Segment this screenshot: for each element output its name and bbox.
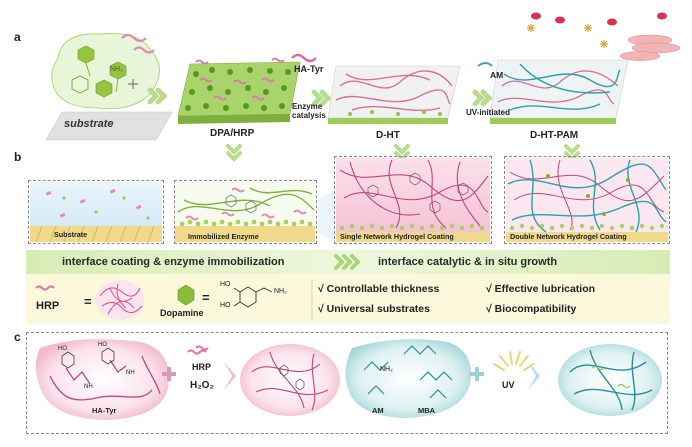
nh-label-2: NH [126, 370, 135, 376]
friction-particles [527, 12, 681, 61]
ha-tyr-label-a: HA-Tyr [294, 64, 324, 74]
feature-controllable-thickness: √ Controllable thickness [318, 283, 440, 295]
box-immobilized-graphic [175, 182, 315, 242]
uv-initiated-label: UV-initiated [466, 108, 511, 117]
box-label-single-network: Single Network Hydrogel Coating [340, 232, 454, 241]
dopamine-structure [233, 286, 273, 308]
dopamine-equals: = [202, 290, 210, 305]
double-network-blob [558, 344, 662, 416]
h2o2-label: H₂O₂ [190, 380, 214, 391]
hrp-legend-icon [35, 285, 55, 291]
dopamine-nh2: NH₂ [274, 288, 287, 295]
ho-label-2: HO [98, 342, 107, 348]
teal-arrow [528, 362, 540, 390]
dpa-hrp-label: DPA/HRP [210, 128, 255, 139]
d-ht-label: D-HT [376, 130, 400, 141]
am-label-c: AM [372, 406, 384, 415]
transition-glow [318, 188, 336, 244]
panel-c-box [26, 332, 668, 434]
nh2-label: NH₂ [110, 66, 123, 73]
feature-universal-substrates: √ Universal substrates [318, 303, 430, 315]
substrate-label: substrate [64, 118, 114, 130]
band-right-text: interface catalytic & in situ growth [378, 256, 558, 268]
d-ht-slab [327, 65, 461, 124]
panel-b-letter: b [14, 150, 22, 164]
panel-a-letter: a [14, 30, 21, 44]
dopamine-ho-bottom: HO [220, 302, 231, 309]
crosslinked-ha-blob [240, 344, 340, 416]
box-double-network-graphic [506, 158, 668, 242]
immobilized-enzyme-box [174, 180, 317, 244]
ha-tyr-label-c: HA-Tyr [92, 406, 117, 415]
substrate-slab [45, 111, 173, 141]
dopamine-ho-top: HO [220, 281, 231, 288]
hrp-label-c: HRP [192, 362, 212, 372]
feature-biocompatibility: √ Biocompatibility [486, 303, 577, 315]
am-label-a: AM [490, 70, 504, 80]
ha-tyr-squiggle [291, 53, 317, 63]
nh-label-1: NH [84, 384, 93, 390]
ha-tyr-blob [35, 339, 169, 420]
hrp-reagent-icon [187, 345, 209, 355]
process-arrows [147, 87, 493, 107]
box-label-immobilized: Immobilized Enzyme [188, 232, 259, 241]
pink-arrow [224, 362, 236, 390]
plus-sign-2 [470, 367, 484, 381]
hrp-legend-label: HRP [36, 300, 60, 312]
d-ht-pam-label: D-HT-PAM [530, 130, 579, 141]
dopamine-legend-label: Dopamine [160, 308, 204, 318]
box-substrate-graphic [30, 182, 162, 243]
dopamine-legend-icon [177, 284, 195, 306]
hrp-protein-structure [96, 280, 144, 320]
dpa-hrp-slab [177, 57, 301, 124]
ho-label-1: HO [58, 346, 67, 352]
mba-label: MBA [418, 406, 436, 415]
substrate-box [28, 180, 164, 244]
uv-label: UV [502, 380, 515, 390]
hrp-equals: = [84, 294, 92, 309]
box-label-substrate: Substrate [54, 230, 88, 239]
box-label-double-network: Double Network Hydrogel Coating [510, 232, 627, 241]
am-arrow [477, 62, 493, 67]
double-network-box [504, 156, 670, 244]
band-arrows [334, 254, 361, 270]
enzyme-catalysis-label: Enzyme catalysis [292, 102, 326, 120]
uv-icon [493, 351, 535, 371]
feature-effective-lubrication: √ Effective lubrication [486, 283, 596, 295]
single-network-box [334, 156, 492, 244]
plus-sign-1 [162, 367, 176, 381]
band-left-text: interface coating & enzyme immobilizatio… [62, 256, 285, 268]
nh2-label-c: NH₂ [380, 366, 393, 373]
panel-c-letter: c [14, 330, 21, 344]
d-ht-pam-slab [489, 59, 629, 124]
monomer-blob-teal [345, 339, 472, 418]
box-single-network-graphic [336, 158, 490, 242]
monomer-blob [51, 32, 160, 110]
